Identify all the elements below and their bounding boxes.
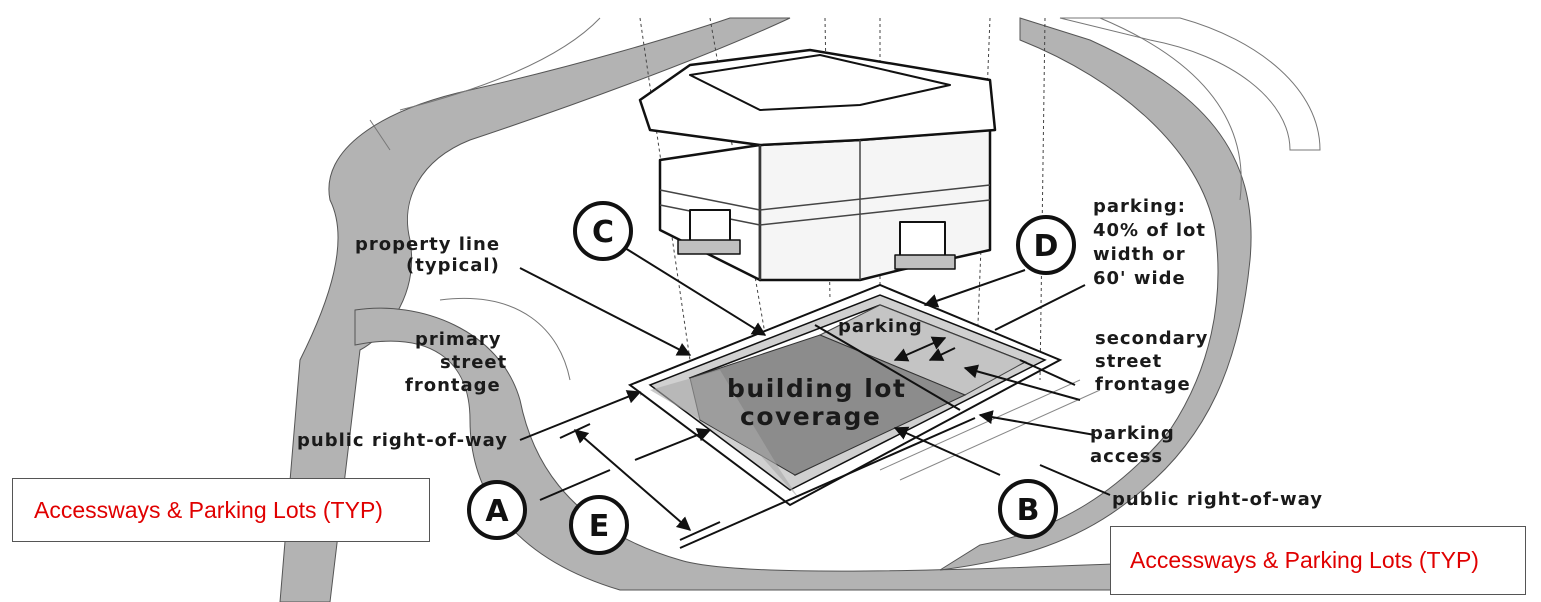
label-coverage-2: coverage — [740, 402, 881, 431]
building-bands — [659, 140, 991, 280]
callout-c: C — [573, 201, 633, 261]
step-right — [894, 254, 956, 270]
label-coverage-1: building lot — [727, 374, 906, 403]
building — [638, 48, 997, 282]
callout-b: B — [998, 479, 1058, 539]
label-public-row-right: public right-of-way — [1112, 489, 1323, 510]
label-secondary-street-3: frontage — [1095, 374, 1191, 395]
note-right-text: Accessways & Parking Lots (TYP) — [1130, 547, 1479, 573]
note-left-text: Accessways & Parking Lots (TYP) — [34, 496, 383, 523]
front-strip — [650, 370, 800, 500]
label-parking-rule-1: parking: — [1093, 196, 1186, 217]
curb-lines — [369, 17, 1242, 381]
labels: property line (typical) primary street f… — [297, 196, 1323, 510]
callout-d: D — [1016, 215, 1076, 275]
label-primary-street-3: frontage — [405, 375, 501, 396]
callout-b-letter: B — [1017, 493, 1040, 528]
label-parking-rule-3: width or — [1093, 244, 1186, 265]
road-top-right — [1059, 17, 1321, 151]
callout-a: A — [467, 480, 527, 540]
callout-d-letter: D — [1034, 229, 1059, 264]
road-right-curve — [939, 17, 1252, 571]
leader-lines — [519, 247, 1111, 549]
label-property-line: property line — [355, 234, 500, 255]
label-primary-street-1: primary — [415, 329, 501, 350]
label-primary-street-2: street — [440, 352, 507, 373]
label-typical: (typical) — [406, 255, 500, 276]
label-parking-access-1: parking — [1090, 423, 1175, 444]
label-secondary-street-1: secondary — [1095, 328, 1208, 349]
callouts: C D A E B — [467, 201, 1076, 555]
callout-a-letter: A — [485, 494, 509, 529]
label-parking: parking — [838, 316, 923, 337]
label-parking-access-2: access — [1090, 446, 1163, 467]
note-right: Accessways & Parking Lots (TYP) — [1110, 526, 1526, 595]
label-secondary-street-2: street — [1095, 351, 1162, 372]
label-parking-rule-2: 40% of lot — [1093, 220, 1206, 241]
callout-c-letter: C — [592, 215, 614, 250]
callout-e-letter: E — [589, 509, 610, 544]
callout-e: E — [569, 495, 629, 555]
building-roof-top — [689, 54, 951, 111]
label-public-row-left: public right-of-way — [297, 430, 508, 451]
step-left — [677, 239, 741, 255]
label-parking-rule-4: 60' wide — [1093, 268, 1186, 289]
note-left: Accessways & Parking Lots (TYP) — [12, 478, 430, 542]
